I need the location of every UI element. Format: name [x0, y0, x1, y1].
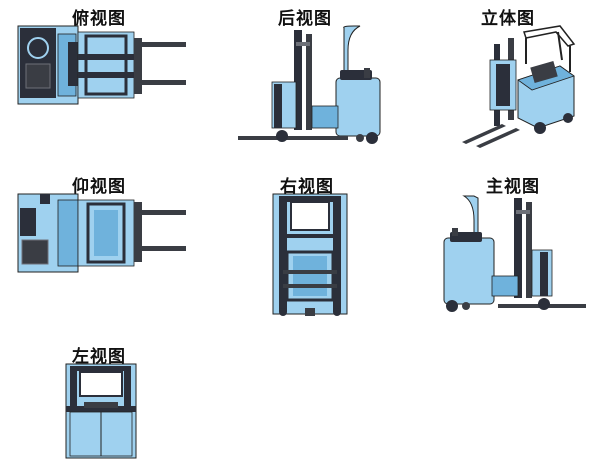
- left-view-label: 左视图: [72, 347, 126, 367]
- iso-view-label: 立体图: [481, 9, 535, 29]
- left-view-drawing: [65, 363, 137, 459]
- right-view-label: 右视图: [280, 177, 334, 197]
- right-view-drawing: [272, 193, 348, 316]
- bottom-view-label: 仰视图: [72, 177, 126, 197]
- top-view-label: 俯视图: [72, 9, 126, 29]
- front-view-drawing: [443, 195, 586, 312]
- rear-view-drawing: [238, 25, 381, 144]
- iso-view-drawing: [462, 25, 576, 148]
- front-view-label: 主视图: [486, 177, 540, 197]
- bottom-view-drawing: [17, 193, 186, 273]
- rear-view-label: 后视图: [278, 9, 332, 29]
- top-view-drawing: [17, 25, 186, 105]
